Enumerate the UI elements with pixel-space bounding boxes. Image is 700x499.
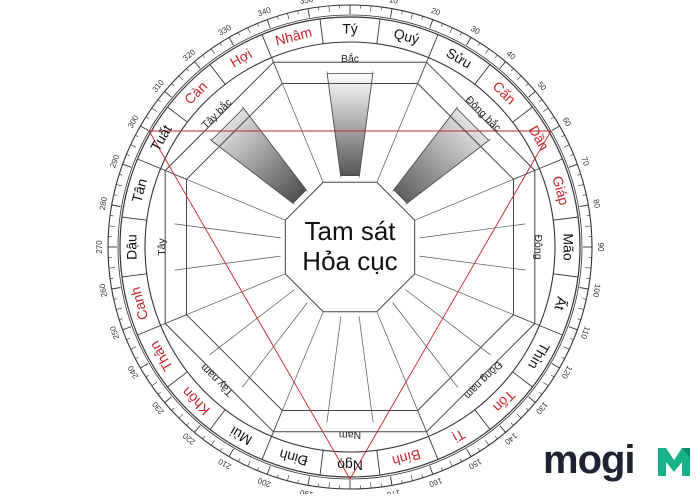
mountain-label: Nhâm [273, 24, 313, 49]
direction-label: Nam [339, 429, 361, 441]
shaded-sector [211, 108, 306, 203]
degree-label: 50 [535, 80, 548, 93]
mountain-label: Tý [342, 21, 358, 37]
degree-label: 300 [126, 113, 141, 130]
degree-label: 200 [256, 476, 272, 489]
degree-label: 190 [299, 488, 314, 494]
mountain-label: Mão [560, 233, 576, 260]
degree-label: 0 [348, 0, 353, 1]
mountain-label: Giáp [549, 174, 572, 207]
degree-label: 10 [388, 0, 399, 6]
degree-label: 160 [427, 476, 443, 489]
degree-label: 280 [98, 196, 109, 211]
mountain-label: Khôn [178, 384, 212, 418]
degree-label: 340 [257, 5, 273, 18]
degree-label: 290 [108, 153, 121, 169]
degree-label: 330 [217, 23, 234, 38]
mogi-logo: mogi [543, 442, 693, 488]
direction-label: Đông nam [462, 359, 505, 402]
mountain-label: Mùi [227, 423, 255, 448]
degree-label: 170 [386, 488, 401, 494]
direction-label: Bắc [341, 52, 359, 65]
center-line-1: Tam sát [304, 216, 396, 246]
degree-label: 60 [561, 116, 574, 129]
logo-wordmark: mogi [543, 438, 635, 483]
mountain-label: Càn [181, 78, 210, 107]
mountain-label: Thìn [525, 340, 553, 372]
degree-label: 30 [469, 24, 482, 37]
center-line-2: Hỏa cục [302, 246, 397, 276]
shaded-sector [394, 108, 489, 203]
degree-label: 240 [126, 364, 141, 381]
degree-label: 210 [216, 456, 233, 471]
degree-label: 70 [580, 156, 592, 168]
center-label: Tam sát Hỏa cục [302, 216, 397, 276]
mountain-label: Thân [146, 338, 176, 374]
direction-label: Đông [532, 234, 544, 259]
degree-label: 150 [467, 457, 484, 472]
degree-label: 20 [430, 6, 442, 18]
mountain-label: Hợi [227, 45, 254, 70]
mountain-label: Tân [128, 177, 150, 204]
mogi-m-icon [656, 444, 692, 478]
mountain-label: Dậu [124, 234, 140, 260]
degree-label: 110 [579, 325, 592, 341]
degree-label: 250 [108, 324, 121, 340]
degree-label: 270 [95, 240, 104, 254]
degree-label: 260 [98, 283, 109, 298]
degree-label: 350 [299, 0, 314, 6]
mountain-label: Tị [450, 426, 468, 446]
degree-label: 80 [591, 198, 602, 209]
degree-label: 100 [591, 283, 602, 298]
mountain-label: Bính [391, 446, 423, 469]
mountain-label: Ngọ [337, 457, 363, 473]
mountain-label: Cấn [490, 78, 519, 107]
mountain-label: Quý [392, 25, 421, 47]
degree-label: 40 [505, 49, 518, 62]
degree-label: 90 [596, 243, 605, 252]
mountain-label: Ất [551, 295, 570, 312]
mountain-label: Đinh [277, 446, 309, 469]
direction-label: Tây [156, 238, 168, 256]
degree-label: 120 [559, 364, 574, 381]
direction-label: Tây nam [198, 361, 236, 399]
